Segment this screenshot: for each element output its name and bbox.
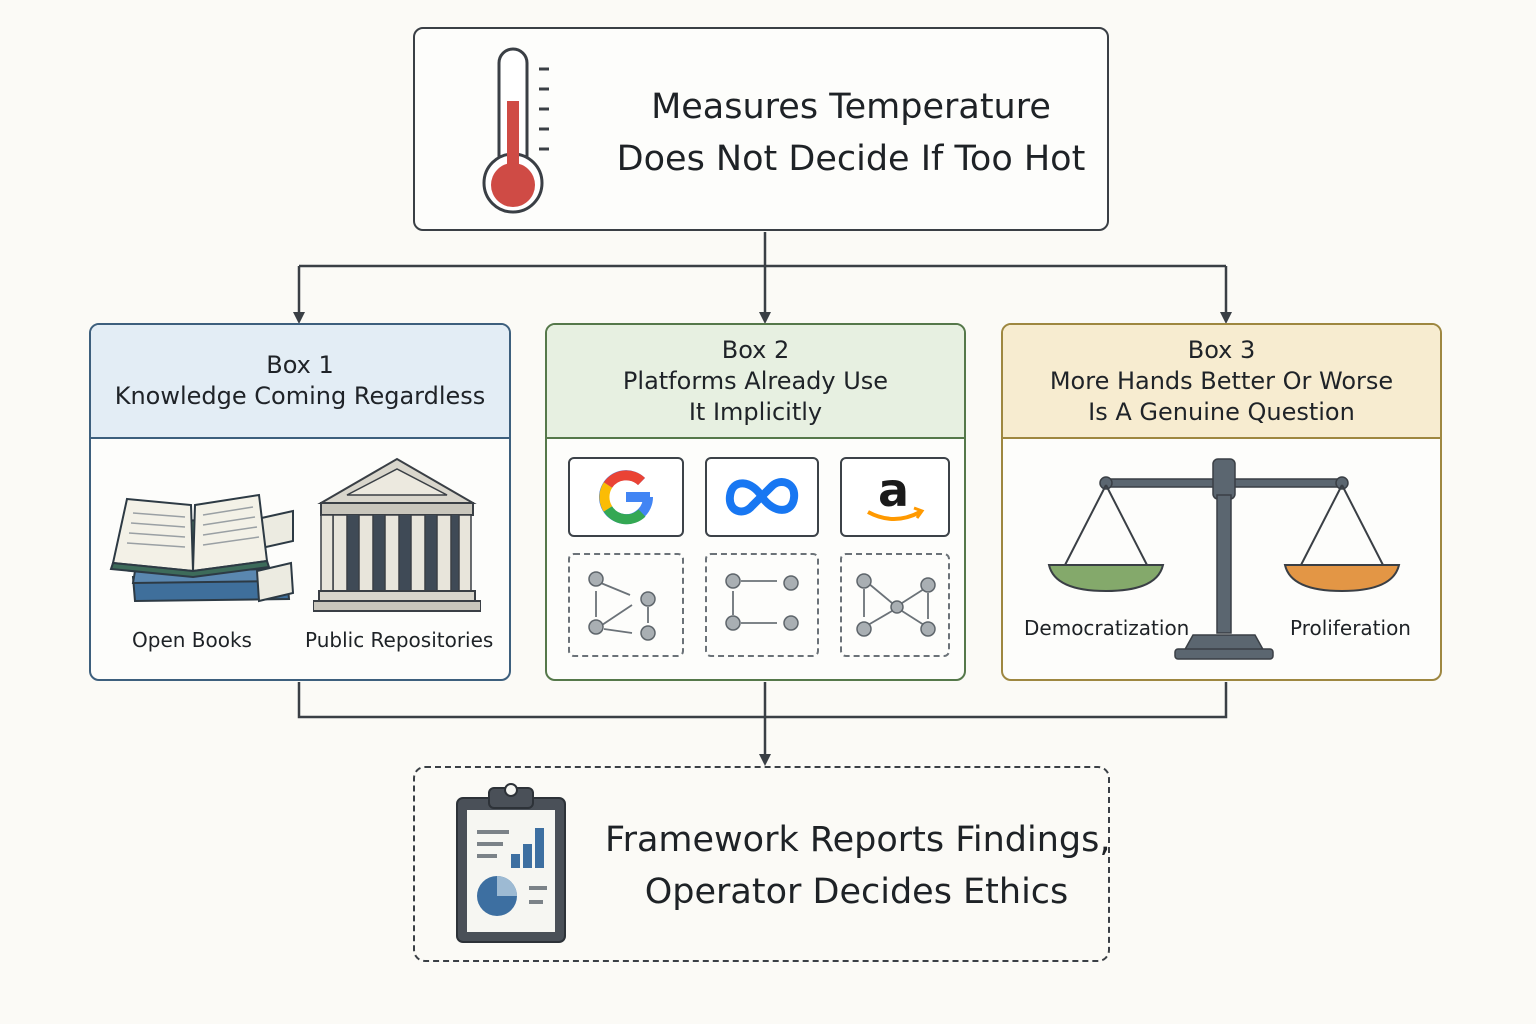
network-diagram-2 bbox=[705, 553, 819, 657]
box-1-panel: Box 1 Knowledge Coming Regardless bbox=[89, 323, 511, 681]
box-2-title-line1: Platforms Already Use bbox=[622, 366, 889, 395]
amazon-logo-card: a bbox=[840, 457, 950, 537]
box-2-panel: Box 2 Platforms Already Use It Implicitl… bbox=[545, 323, 966, 681]
svg-text:a: a bbox=[878, 464, 909, 517]
box-1-header: Box 1 Knowledge Coming Regardless bbox=[91, 325, 509, 439]
meta-logo-card bbox=[705, 457, 819, 537]
google-logo-card bbox=[568, 457, 684, 537]
temperature-title: Measures Temperature Does Not Decide If … bbox=[615, 81, 1087, 185]
box-1-title: Knowledge Coming Regardless bbox=[114, 382, 486, 410]
network-graph-icon bbox=[856, 573, 936, 637]
framework-box: Framework Reports Findings, Operator Dec… bbox=[413, 766, 1110, 962]
open-books-caption: Open Books bbox=[132, 628, 252, 652]
temperature-title-line1: Measures Temperature bbox=[651, 87, 1051, 127]
framework-title: Framework Reports Findings, Operator Dec… bbox=[605, 814, 1111, 918]
box-3-label: Box 3 bbox=[1187, 335, 1256, 364]
box-2-label: Box 2 bbox=[721, 335, 790, 364]
framework-title-line2: Operator Decides Ethics bbox=[644, 872, 1069, 912]
box-3-title-line2: Is A Genuine Question bbox=[1088, 397, 1355, 426]
amazon-logo-icon: a bbox=[867, 464, 925, 521]
public-repositories-caption: Public Repositories bbox=[305, 628, 494, 652]
temperature-title-line2: Does Not Decide If Too Hot bbox=[616, 139, 1086, 179]
democratization-caption: Democratization bbox=[1024, 616, 1190, 640]
box-3-header: Box 3 More Hands Better Or Worse Is A Ge… bbox=[1003, 325, 1440, 439]
framework-title-line1: Framework Reports Findings, bbox=[605, 820, 1111, 860]
proliferation-caption: Proliferation bbox=[1290, 616, 1411, 640]
open-books-icon bbox=[109, 493, 295, 603]
box-1-label: Box 1 bbox=[266, 351, 334, 379]
box-2-header: Box 2 Platforms Already Use It Implicitl… bbox=[547, 325, 964, 439]
temperature-box: Measures Temperature Does Not Decide If … bbox=[413, 27, 1109, 231]
box-3-title-line1: More Hands Better Or Worse bbox=[1049, 366, 1394, 395]
balance-scale-icon bbox=[1047, 458, 1401, 660]
meta-logo-icon bbox=[725, 478, 799, 516]
box-2-title-line2: It Implicitly bbox=[688, 397, 823, 426]
network-graph-icon bbox=[725, 573, 799, 631]
google-logo-icon bbox=[599, 470, 654, 525]
network-graph-icon bbox=[588, 571, 656, 641]
network-diagram-1 bbox=[568, 553, 684, 657]
thermometer-icon bbox=[482, 47, 549, 214]
box-3-panel: Box 3 More Hands Better Or Worse Is A Ge… bbox=[1001, 323, 1442, 681]
network-diagram-3 bbox=[840, 553, 950, 657]
clipboard-report-icon bbox=[456, 783, 566, 943]
public-repository-building-icon bbox=[313, 457, 481, 612]
